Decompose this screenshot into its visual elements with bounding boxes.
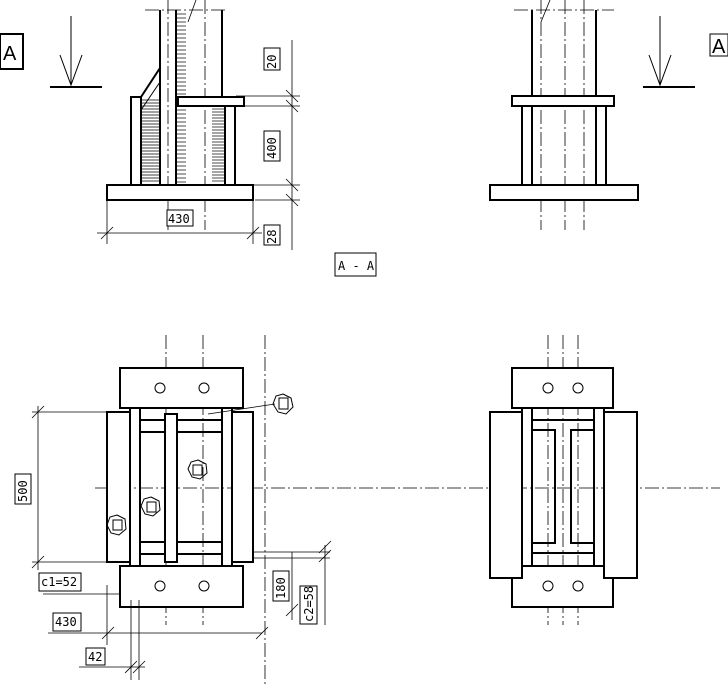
plan-left: 500 180 c2=58 c1=52 430 42 — [14, 335, 720, 687]
dim-offset: 180 — [274, 577, 288, 599]
weld-hatching — [141, 13, 225, 183]
dim-c2: c2=58 — [302, 586, 316, 622]
dim-base-width: 430 — [168, 212, 190, 226]
dim-plan-width: 500 — [16, 480, 30, 502]
dim-plan-base: 430 — [55, 615, 77, 629]
dim-edge: 42 — [88, 650, 102, 664]
dim-base-thickness: 28 — [265, 230, 279, 244]
elevation-right: A — [489, 0, 728, 230]
section-marker-right: A — [712, 36, 726, 58]
dim-c1: c1=52 — [41, 575, 77, 589]
elevation-left: A 20 400 28 430 — [0, 0, 300, 250]
section-marker-left: A — [3, 43, 17, 65]
section-title: A - A — [338, 259, 375, 273]
plan-right — [489, 335, 638, 625]
dim-height: 400 — [265, 137, 279, 159]
dim-top-gap: 20 — [265, 55, 279, 69]
